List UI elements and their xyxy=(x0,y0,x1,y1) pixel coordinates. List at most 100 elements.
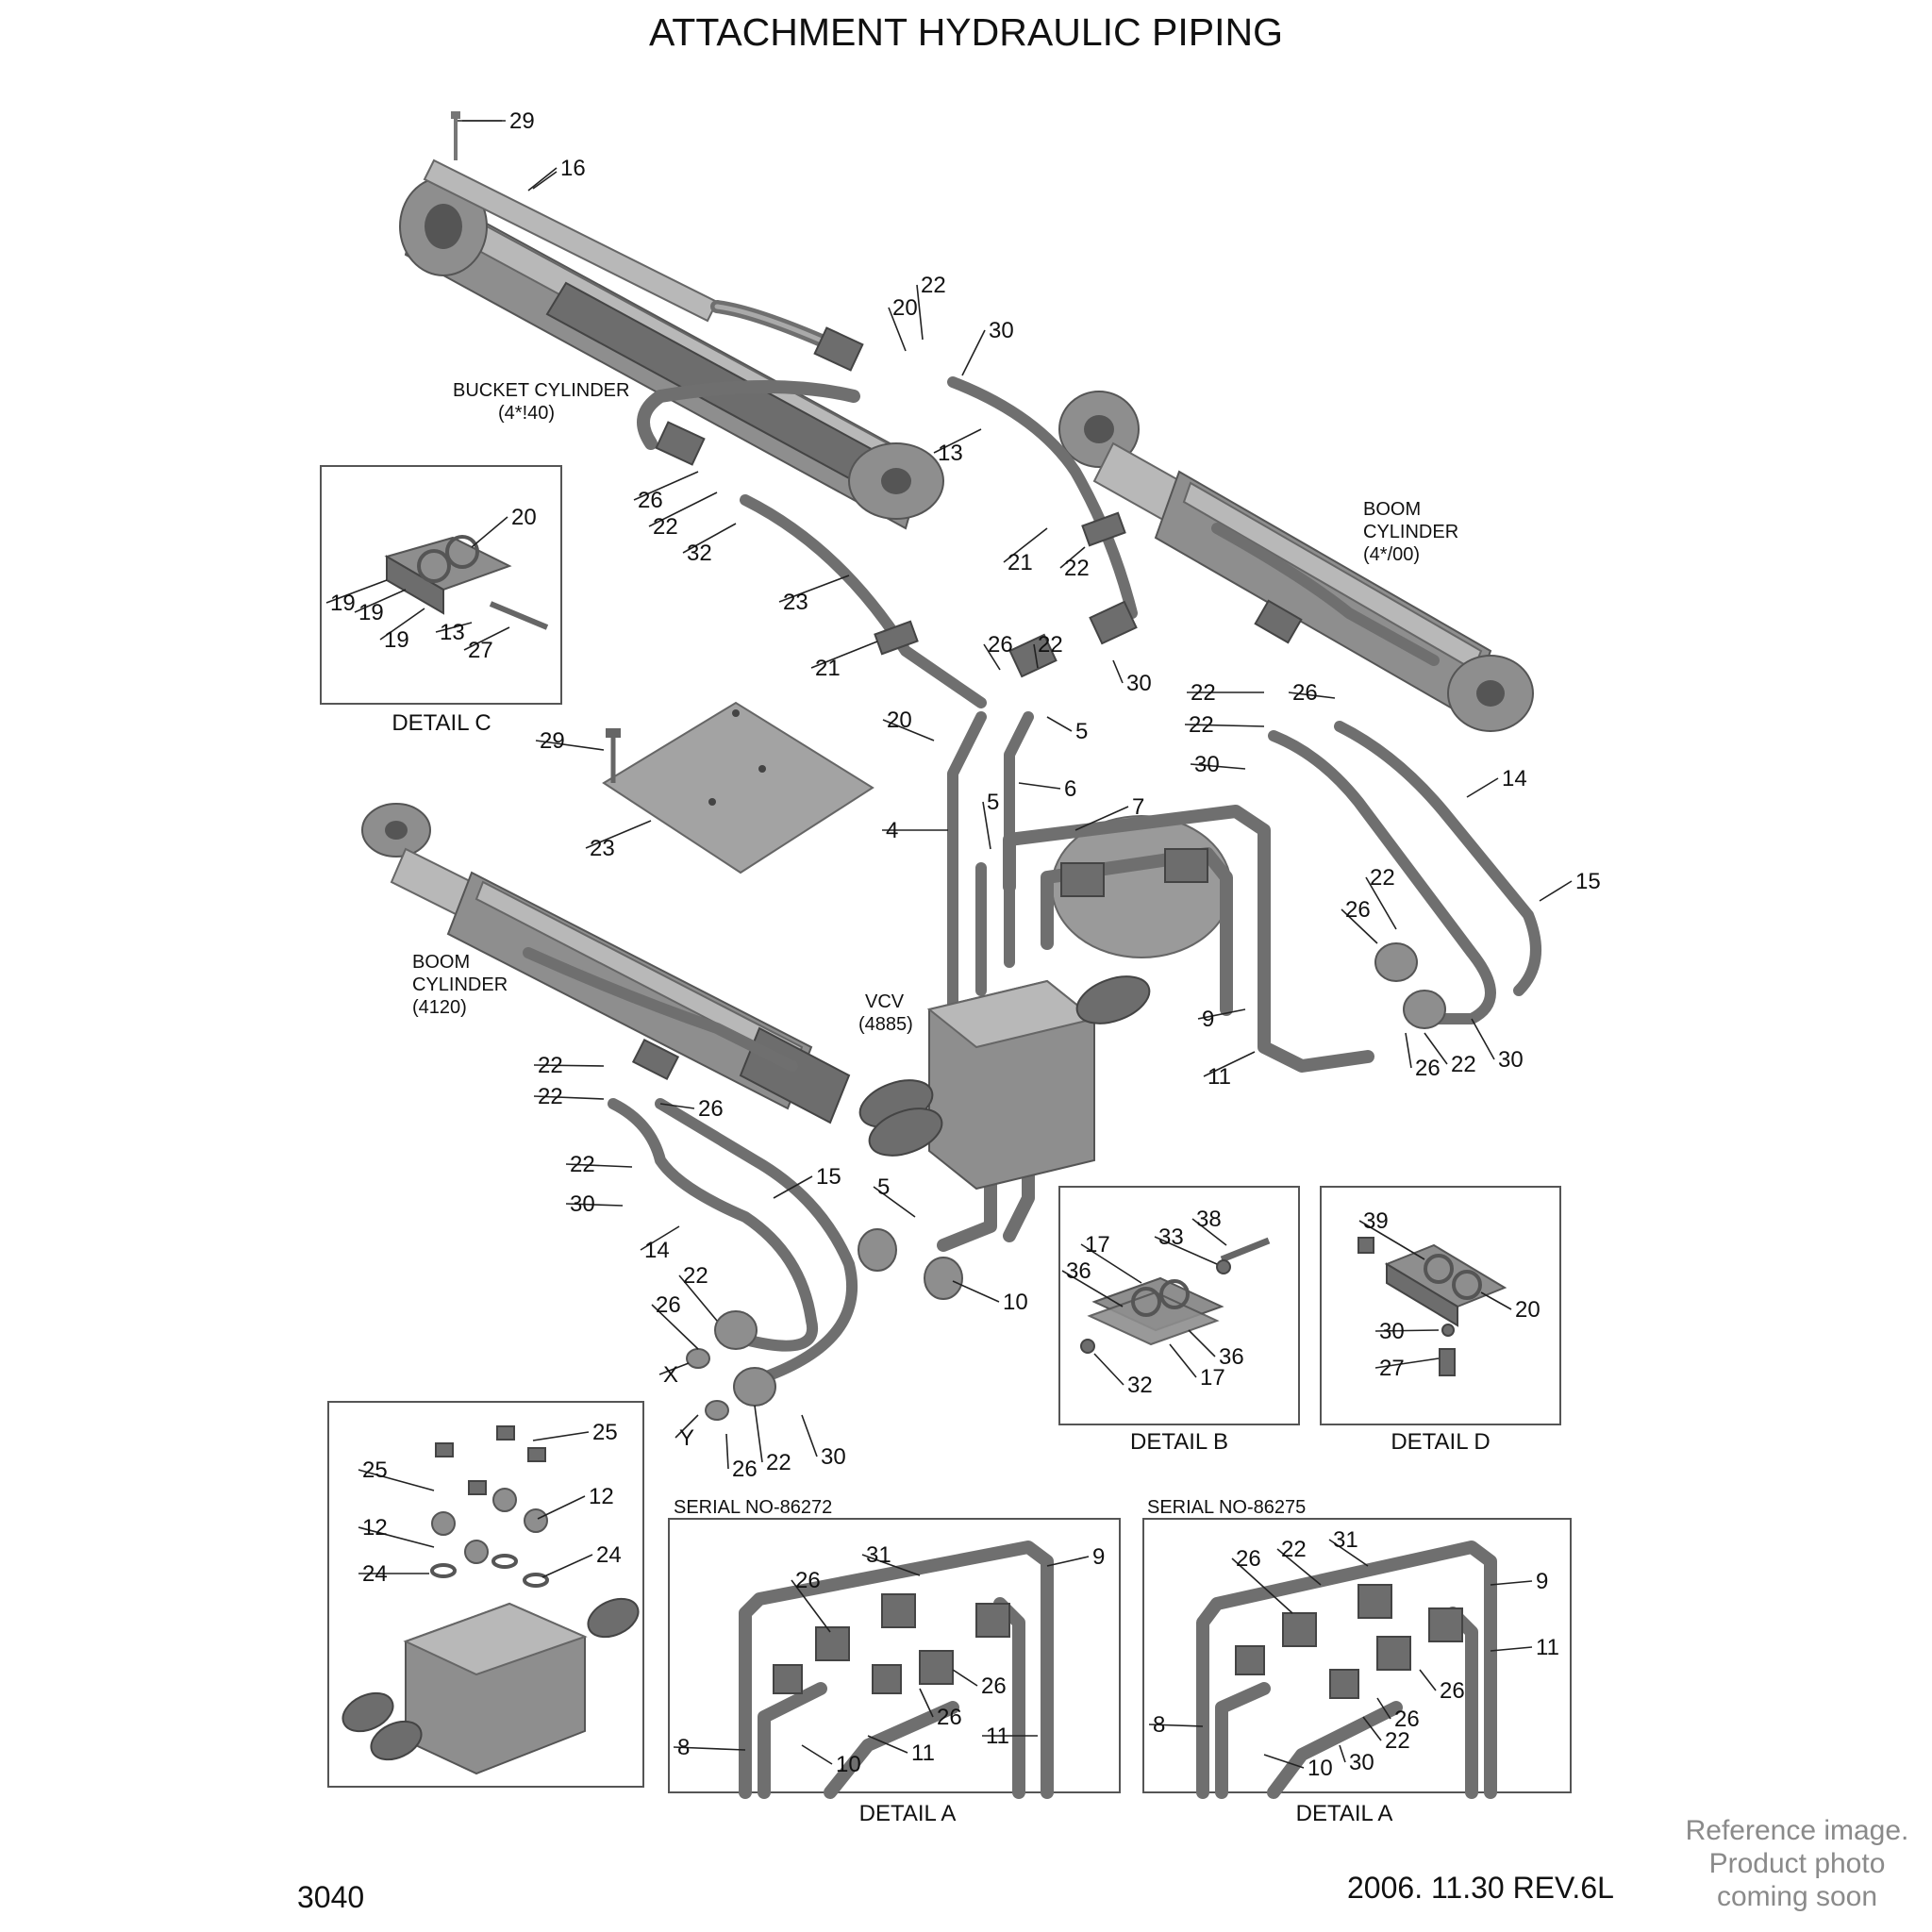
callout-number: 24 xyxy=(596,1542,622,1568)
callout-leader xyxy=(1365,876,1397,930)
detail-c-caption: DETAIL C xyxy=(391,710,491,736)
callout-leader xyxy=(1074,806,1129,831)
callout-leader xyxy=(1046,716,1073,732)
callout-leader xyxy=(651,1304,699,1350)
callout-leader xyxy=(961,329,986,376)
callout-leader xyxy=(1080,1243,1142,1284)
watermark-line-3: coming soon xyxy=(1717,1881,1877,1912)
callout-leader xyxy=(888,307,907,352)
callout-number: 33 xyxy=(1158,1224,1184,1250)
callout-leader xyxy=(532,1431,590,1441)
callout-leader xyxy=(983,643,1001,671)
detail-d-caption: DETAIL D xyxy=(1391,1429,1490,1455)
callout-leader xyxy=(358,1526,435,1548)
callout-number: 26 xyxy=(1440,1678,1465,1704)
callout-number: 10 xyxy=(1003,1290,1028,1315)
callout-number: 17 xyxy=(1200,1365,1225,1391)
callout-number: 22 xyxy=(1385,1728,1410,1754)
callout-leader xyxy=(1059,546,1086,569)
callout-leader xyxy=(791,1579,831,1633)
callout-number: 15 xyxy=(1575,869,1601,894)
callout-number: 22 xyxy=(538,1084,563,1109)
callout-leader xyxy=(1018,782,1061,790)
callout-leader xyxy=(678,1274,718,1322)
callout-leader xyxy=(801,1744,833,1765)
callout-number: 11 xyxy=(986,1724,1009,1749)
callout-leader xyxy=(1471,1018,1495,1060)
callout-number: 15 xyxy=(816,1164,841,1190)
callout-number: 31 xyxy=(1333,1527,1358,1553)
callout-number: 27 xyxy=(1379,1356,1405,1381)
callout-leader xyxy=(658,1362,690,1375)
callout-number: 14 xyxy=(1502,766,1527,791)
callout-leader xyxy=(778,575,850,603)
callout-leader xyxy=(471,516,508,548)
callout-number: 21 xyxy=(1008,550,1033,575)
boom-cylinder-left-label-2: CYLINDER xyxy=(412,974,508,995)
callout-number: 22 xyxy=(1370,865,1395,891)
callout-number: 17 xyxy=(1085,1232,1110,1257)
callout-number: 22 xyxy=(653,514,678,540)
callout-number: 7 xyxy=(1132,794,1144,820)
callout-leader xyxy=(1191,1218,1227,1246)
callout-leader xyxy=(861,1554,921,1576)
callout-number: 26 xyxy=(732,1457,758,1482)
callout-number: 32 xyxy=(1127,1373,1153,1398)
callout-leader xyxy=(1203,1051,1256,1077)
callout-number: 38 xyxy=(1196,1207,1222,1232)
bucket-cylinder-label-1: BUCKET CYLINDER xyxy=(453,380,629,401)
boom-cylinder-right-label-2: CYLINDER xyxy=(1363,522,1458,542)
callout-leader xyxy=(1276,1548,1322,1586)
detail-a-1-serial: SERIAL NO-86272 xyxy=(674,1497,832,1518)
callout-leader xyxy=(463,626,510,651)
callout-number: 26 xyxy=(1292,680,1318,706)
callout-leader xyxy=(1376,1697,1391,1720)
callout-leader xyxy=(1424,1032,1448,1065)
watermark-line-1: Reference image. xyxy=(1686,1815,1909,1846)
callout-layer: 2916222030132622322321222122263052067452… xyxy=(325,108,1601,1781)
callout-number: 20 xyxy=(892,295,918,321)
callout-leader xyxy=(1405,1032,1412,1069)
callout-leader xyxy=(1490,1646,1533,1652)
callout-number: 26 xyxy=(981,1674,1007,1699)
callout-leader xyxy=(1263,1754,1305,1769)
callout-leader xyxy=(354,589,407,613)
callout-leader xyxy=(933,428,982,454)
callout-number: 19 xyxy=(330,591,356,616)
callout-number: 23 xyxy=(590,836,615,861)
callout-leader xyxy=(1093,1353,1124,1386)
callout-number: 31 xyxy=(866,1542,891,1568)
callout-leader xyxy=(952,1280,1000,1303)
callout-number: 26 xyxy=(1345,897,1371,923)
callout-leader xyxy=(1374,1329,1440,1332)
callout-leader xyxy=(1341,908,1378,944)
callout-leader xyxy=(585,820,652,849)
callout-number: 29 xyxy=(540,728,565,754)
callout-number: 9 xyxy=(1202,1007,1214,1032)
callout-number: 30 xyxy=(570,1191,595,1217)
callout-number: 22 xyxy=(1451,1052,1476,1077)
callout-leader xyxy=(1328,1539,1369,1567)
callout-leader xyxy=(1046,1556,1090,1567)
callout-leader xyxy=(810,641,878,669)
callout-number: 22 xyxy=(1191,680,1216,706)
boom-cylinder-left-label-3: (4120) xyxy=(412,997,467,1018)
callout-number: 22 xyxy=(921,273,946,298)
callout-leader xyxy=(873,1186,916,1218)
callout-number: 11 xyxy=(911,1740,935,1766)
detail-b-caption: DETAIL B xyxy=(1130,1429,1228,1455)
callout-leader xyxy=(537,1495,586,1520)
callout-leader xyxy=(682,523,737,554)
callout-number: 5 xyxy=(987,790,999,815)
central-piping xyxy=(608,376,1541,1421)
callout-number: 6 xyxy=(1064,776,1076,802)
detail-d xyxy=(1320,1186,1561,1425)
callout-leader xyxy=(1339,1744,1346,1763)
callout-leader xyxy=(648,491,718,527)
callout-leader xyxy=(1231,1557,1293,1614)
callout-number: 5 xyxy=(877,1174,890,1200)
callout-leader xyxy=(675,1414,699,1439)
callout-number: 19 xyxy=(358,600,384,625)
callout-leader xyxy=(325,579,388,604)
callout-number: 30 xyxy=(1349,1750,1374,1775)
